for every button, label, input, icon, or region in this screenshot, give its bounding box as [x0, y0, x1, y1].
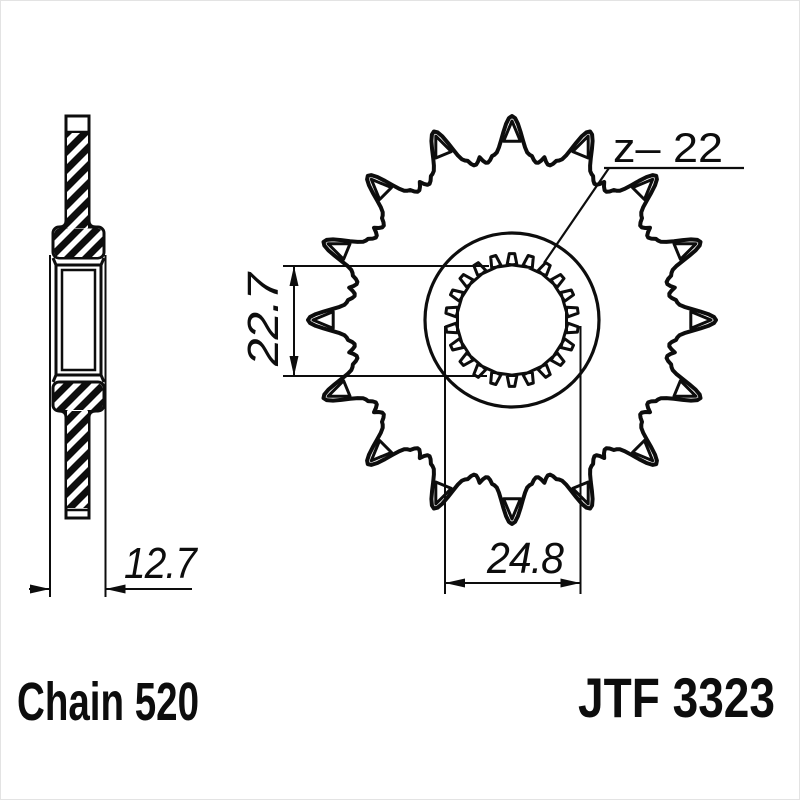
dim-hub-width-label: 12.7: [124, 539, 198, 588]
tooth-tip-mark: [434, 134, 453, 160]
fillet: [58, 220, 68, 229]
arrowhead: [105, 584, 126, 594]
side-view: [51, 114, 106, 520]
tooth-tip-mark: [571, 134, 590, 160]
hub-circle: [423, 231, 601, 409]
chain-size-label: Chain 520: [17, 672, 199, 732]
tooth-tip-mark: [631, 177, 655, 201]
front-view: [306, 114, 718, 526]
tooth-tip-mark: [369, 177, 393, 201]
tooth-tip-mark: [672, 379, 698, 398]
arrowhead: [289, 356, 299, 376]
tooth-tip-mark: [369, 439, 393, 463]
tooth-tip-mark: [689, 310, 713, 330]
hatch-region: [67, 133, 88, 228]
chamfer-line: [99, 374, 106, 383]
arrowhead: [560, 578, 581, 588]
dimensions: [29, 255, 582, 597]
fillet: [58, 409, 68, 418]
fillet: [87, 220, 97, 229]
tooth-tip-mark: [326, 379, 352, 398]
teeth-leader-line: [543, 167, 610, 264]
bore-inner: [60, 268, 97, 372]
tooth-tip-mark: [434, 480, 453, 506]
spline-bore: [444, 252, 580, 388]
dim-side-height-label: 22.7: [239, 271, 288, 367]
dim-bore-width-label: 24.8: [486, 534, 564, 583]
tooth-tip-mark: [502, 119, 522, 143]
tooth-tip-mark: [672, 242, 698, 261]
part-number-label: JTF 3323: [578, 666, 775, 729]
hatch-region: [67, 411, 88, 508]
tooth-tip-mark: [502, 497, 522, 521]
hatch-region: [54, 228, 103, 257]
arrowhead: [289, 266, 299, 286]
tooth-tip-mark: [311, 310, 335, 330]
labels: 22.7 24.8 12.7 z– 22 Chain 520 JTF 3323: [17, 124, 775, 732]
arrowhead: [30, 584, 50, 594]
teeth-leader: [543, 166, 744, 264]
teeth-count-label: z– 22: [613, 124, 723, 171]
tooth-tip-mark: [631, 439, 655, 463]
hatch-region: [54, 383, 103, 410]
arrowhead: [445, 578, 465, 588]
fillet: [87, 409, 97, 418]
tooth-tip-mark: [326, 242, 352, 261]
chamfer-line: [51, 374, 58, 383]
